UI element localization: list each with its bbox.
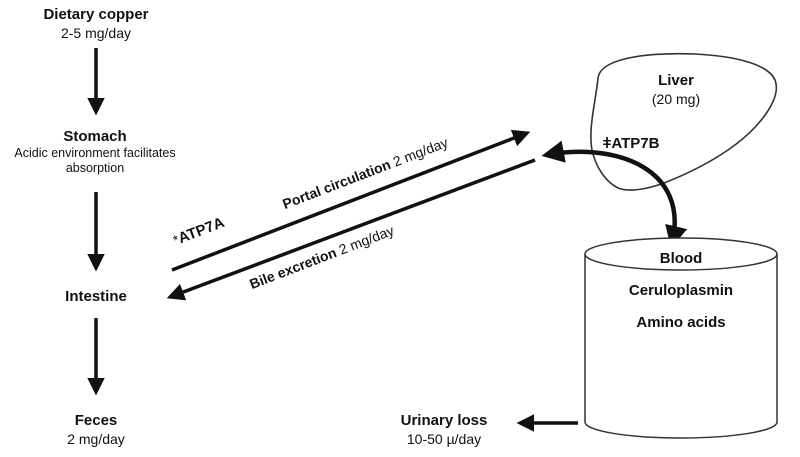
feces-title: Feces bbox=[74, 412, 118, 429]
arrow-bile-excretion bbox=[166, 158, 536, 301]
urinary-loss-title: Urinary loss bbox=[400, 412, 488, 429]
atp7b-prefix: ǂ bbox=[602, 135, 612, 152]
atp7b-name: ATP7B bbox=[611, 135, 660, 152]
dietary-copper-label: Dietary copper 2-5 mg/day bbox=[16, 6, 176, 42]
arrow-liver-blood bbox=[541, 140, 688, 249]
urinary-loss-label: Urinary loss 10-50 µ/day bbox=[374, 412, 514, 448]
intestine-label: Intestine bbox=[36, 288, 156, 306]
urinary-loss-value: 10-50 µ/day bbox=[406, 431, 482, 447]
liver-value: (20 mg) bbox=[651, 91, 701, 107]
feces-value: 2 mg/day bbox=[67, 431, 125, 447]
blood-cylinder bbox=[584, 237, 778, 439]
blood-title: Blood bbox=[659, 250, 703, 267]
blood-item-amino-acids: Amino acids bbox=[636, 314, 726, 331]
blood-label: Blood Ceruloplasmin Amino acids bbox=[601, 250, 761, 332]
blood-item-ceruloplasmin: Ceruloplasmin bbox=[628, 282, 734, 299]
arrow-portal-circulation bbox=[171, 129, 531, 272]
feces-label: Feces 2 mg/day bbox=[36, 412, 156, 448]
stomach-title: Stomach bbox=[63, 128, 127, 145]
stomach-note-line2: absorption bbox=[65, 161, 125, 175]
dietary-copper-value: 2-5 mg/day bbox=[60, 25, 132, 41]
atp7b-label: ǂATP7B bbox=[591, 134, 671, 153]
liver-label: Liver (20 mg) bbox=[626, 72, 726, 108]
dietary-copper-title: Dietary copper bbox=[43, 6, 149, 23]
stomach-note-line1: Acidic environment facilitates bbox=[14, 146, 176, 160]
stomach-label: Stomach Acidic environment facilitates a… bbox=[0, 128, 190, 176]
liver-title: Liver bbox=[658, 72, 694, 89]
intestine-title: Intestine bbox=[65, 288, 127, 305]
